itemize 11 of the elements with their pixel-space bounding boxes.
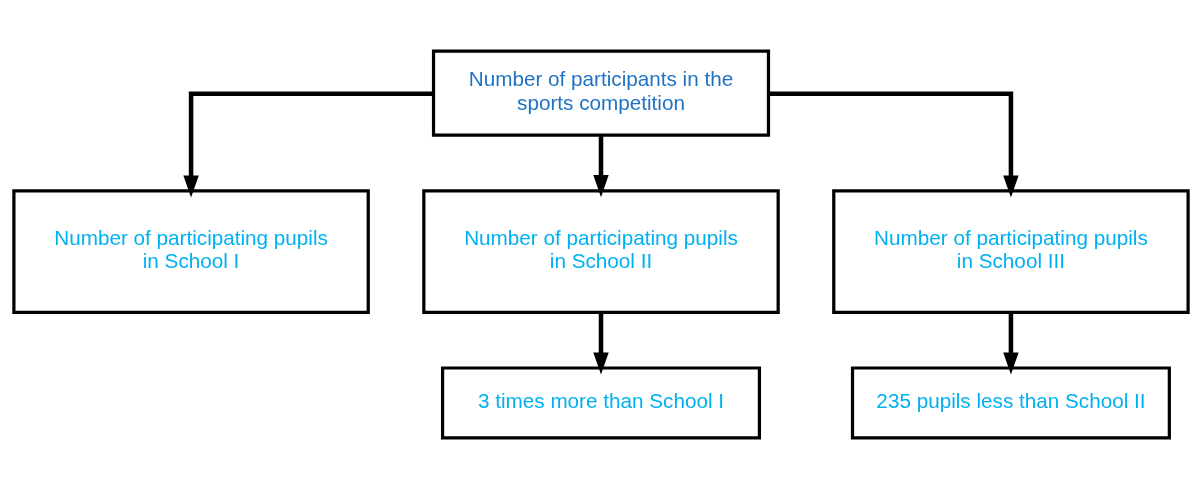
arrow <box>1003 312 1019 375</box>
node-box: Number of participating pupils in School III <box>832 189 1190 314</box>
node-box: Number of participating pupils in School I <box>12 189 370 314</box>
arrow <box>183 91 434 198</box>
arrow <box>593 312 609 375</box>
arrow <box>768 91 1019 198</box>
arrow <box>593 135 609 198</box>
node-box: Number of participants in the sports competition <box>431 49 771 137</box>
node-box: Number of participating pupils in School II <box>422 189 780 314</box>
node-box: 3 times more than School I <box>440 366 762 440</box>
node-box: 235 pupils less than School II <box>850 366 1171 440</box>
